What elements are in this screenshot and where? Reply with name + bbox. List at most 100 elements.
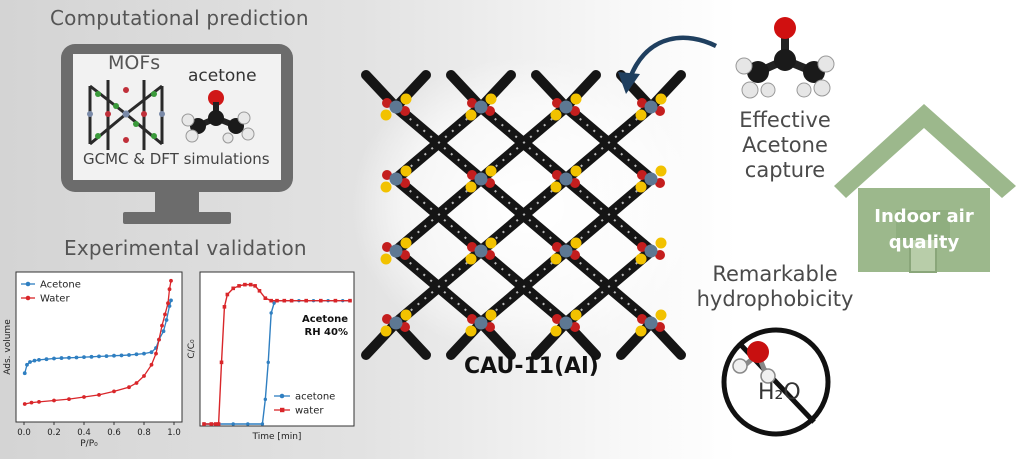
aluminum-atom [389, 100, 403, 114]
mof-lattice-thumbnail [87, 80, 165, 150]
linker-strand [561, 70, 601, 112]
mofs-label: MOFs [108, 52, 161, 74]
yellow-atom [635, 253, 647, 265]
oxygen-atom [570, 250, 580, 260]
oxygen-atom [467, 314, 477, 324]
data-point [263, 296, 268, 300]
yellow-atom [655, 237, 667, 249]
oxygen-atom [382, 170, 392, 180]
oxygen-atom [485, 322, 495, 332]
data-point [304, 298, 308, 303]
linker-strand [531, 318, 571, 360]
yellow-atom [465, 181, 477, 193]
plot-frame [199, 271, 355, 427]
hydro-label-line1: Remarkable [712, 262, 838, 286]
x-tick-label: 0.8 [137, 428, 151, 438]
annotation-line2: RH 40% [305, 327, 349, 338]
curved-arrow-icon [618, 35, 718, 94]
data-point [82, 395, 86, 399]
data-point [231, 286, 235, 291]
data-point [213, 422, 218, 426]
data-point [119, 353, 124, 358]
linker-highlight [480, 106, 567, 180]
data-point [167, 287, 172, 292]
oxygen-atom [552, 98, 562, 108]
linker-highlight [395, 250, 482, 324]
simulations-label: GCMC & DFT simulations [83, 150, 270, 168]
oxygen-atom [467, 98, 477, 108]
house-label: Indoor air quality [858, 204, 990, 256]
data-point [142, 351, 146, 356]
yellow-atom [570, 165, 582, 177]
data-point [333, 298, 338, 303]
oxygen-atom [637, 170, 647, 180]
linker-highlight [565, 250, 652, 324]
legend-marker [25, 281, 31, 287]
data-point [163, 312, 167, 317]
data-point [219, 360, 224, 365]
oxygen-atom [485, 178, 495, 188]
oxygen-atom [400, 178, 410, 188]
data-point [44, 357, 49, 362]
oxygen-atom [552, 242, 562, 252]
aluminum-atom [389, 316, 403, 330]
oxygen-atom [637, 242, 647, 252]
acetone-label: acetone [188, 66, 257, 86]
aluminum-atom [559, 316, 573, 330]
linker-strand [646, 70, 686, 112]
oxygen-atom [467, 170, 477, 180]
aluminum-atom [389, 172, 403, 186]
yellow-atom [485, 165, 497, 177]
legend-label: Acetone [40, 280, 81, 291]
data-point [97, 354, 101, 359]
linker-strand [361, 318, 401, 360]
yellow-atom [485, 237, 497, 249]
yellow-atom [655, 165, 667, 177]
data-point [237, 284, 241, 288]
data-point [269, 311, 273, 315]
data-point [216, 422, 221, 426]
data-point [282, 298, 287, 303]
legend-label: acetone [295, 392, 335, 403]
x-tick-label: 0.4 [77, 428, 91, 438]
oxygen-atom [637, 98, 647, 108]
data-point [272, 301, 276, 305]
data-point [67, 397, 71, 401]
data-point [266, 360, 270, 365]
water-formula-label: H₂O [758, 380, 801, 405]
yellow-atom [635, 325, 647, 337]
yellow-atom [380, 253, 392, 265]
oxygen-atom [655, 106, 665, 116]
data-point [52, 356, 56, 361]
yellow-atom [400, 309, 412, 321]
acetone-molecule-small [181, 90, 255, 144]
aluminum-atom [559, 244, 573, 258]
data-point [243, 282, 247, 287]
no-water-sign-icon [721, 327, 831, 437]
data-point [37, 358, 41, 362]
legend-label: Water [40, 294, 70, 305]
x-tick-label: 0.6 [107, 428, 121, 438]
legend-marker [280, 407, 285, 413]
oxygen-atom [485, 250, 495, 260]
data-point [157, 337, 161, 342]
linker-strand [616, 318, 656, 360]
yellow-atom [655, 93, 667, 105]
data-point [104, 354, 109, 359]
data-point [22, 402, 27, 406]
data-point [67, 355, 71, 360]
data-point [164, 318, 169, 322]
capture-label-line1: Effective [739, 108, 831, 132]
yellow-atom [400, 93, 412, 105]
experimental-title: Experimental validation [64, 236, 307, 260]
yellow-atom [465, 109, 477, 121]
yellow-atom [550, 253, 562, 265]
oxygen-atom [655, 322, 665, 332]
oxygen-atom [400, 322, 410, 332]
oxygen-atom [382, 242, 392, 252]
linker-highlight [395, 106, 482, 180]
yellow-atom [400, 165, 412, 177]
legend-marker [25, 295, 31, 301]
